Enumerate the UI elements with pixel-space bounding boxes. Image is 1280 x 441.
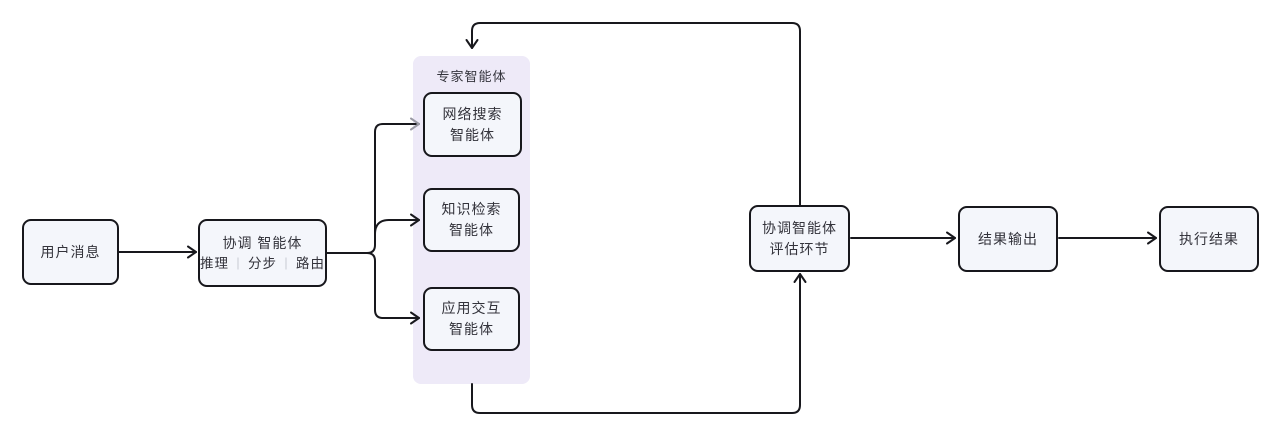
web-search-agent-line1: 网络搜索 bbox=[442, 105, 503, 122]
execution-result-label: 执行结果 bbox=[1179, 230, 1239, 247]
coordinator-feature-routing: 路由 bbox=[296, 255, 326, 271]
result-output-label: 结果输出 bbox=[978, 230, 1038, 247]
node-coordinator-evaluation: 协调智能体 评估环节 bbox=[749, 205, 850, 272]
knowledge-retrieval-agent-line1: 知识检索 bbox=[441, 201, 502, 217]
node-web-search-agent: 网络搜索 智能体 bbox=[423, 92, 522, 157]
node-coordinator-title: 协调 智能体 bbox=[222, 234, 303, 251]
node-user-message-label: 用户消息 bbox=[40, 243, 101, 260]
evaluation-line1: 协调智能体 bbox=[762, 219, 837, 236]
app-interaction-agent-line2: 智能体 bbox=[449, 321, 494, 337]
evaluation-line2: 评估环节 bbox=[769, 240, 830, 257]
edge-coordinator-to-web-search bbox=[326, 117, 420, 254]
app-interaction-agent-line1: 应用交互 bbox=[441, 300, 502, 316]
node-coordinator-agent: 协调 智能体 推理｜分步｜路由 bbox=[198, 219, 327, 287]
edge-coordinator-to-app-interaction bbox=[364, 252, 420, 325]
node-result-output: 结果输出 bbox=[958, 206, 1058, 272]
web-search-agent-line2: 智能体 bbox=[450, 126, 495, 143]
node-user-message: 用户消息 bbox=[22, 219, 119, 285]
node-knowledge-retrieval-agent: 知识检索 智能体 bbox=[423, 188, 520, 252]
feature-separator: ｜ bbox=[231, 256, 245, 271]
expert-agents-group-title: 专家智能体 bbox=[436, 69, 507, 84]
node-app-interaction-agent: 应用交互 智能体 bbox=[423, 287, 520, 351]
knowledge-retrieval-agent-line2: 智能体 bbox=[449, 222, 494, 238]
coordinator-feature-stepwise: 分步 bbox=[248, 255, 277, 271]
feature-separator: ｜ bbox=[280, 256, 294, 271]
node-coordinator-features: 推理｜分步｜路由 bbox=[200, 254, 325, 274]
node-execution-result: 执行结果 bbox=[1159, 206, 1259, 272]
coordinator-feature-reasoning: 推理 bbox=[199, 255, 229, 271]
